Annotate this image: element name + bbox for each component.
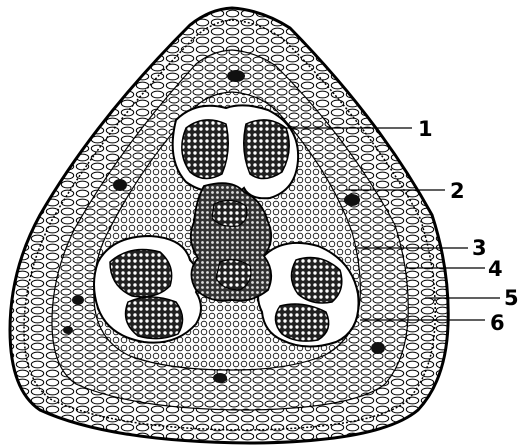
label-2: 2 [450,179,465,203]
label-3: 3 [472,236,487,260]
label-5: 5 [504,286,519,310]
label-6: 6 [490,311,505,335]
label-4: 4 [488,257,503,281]
label-1: 1 [418,117,433,141]
